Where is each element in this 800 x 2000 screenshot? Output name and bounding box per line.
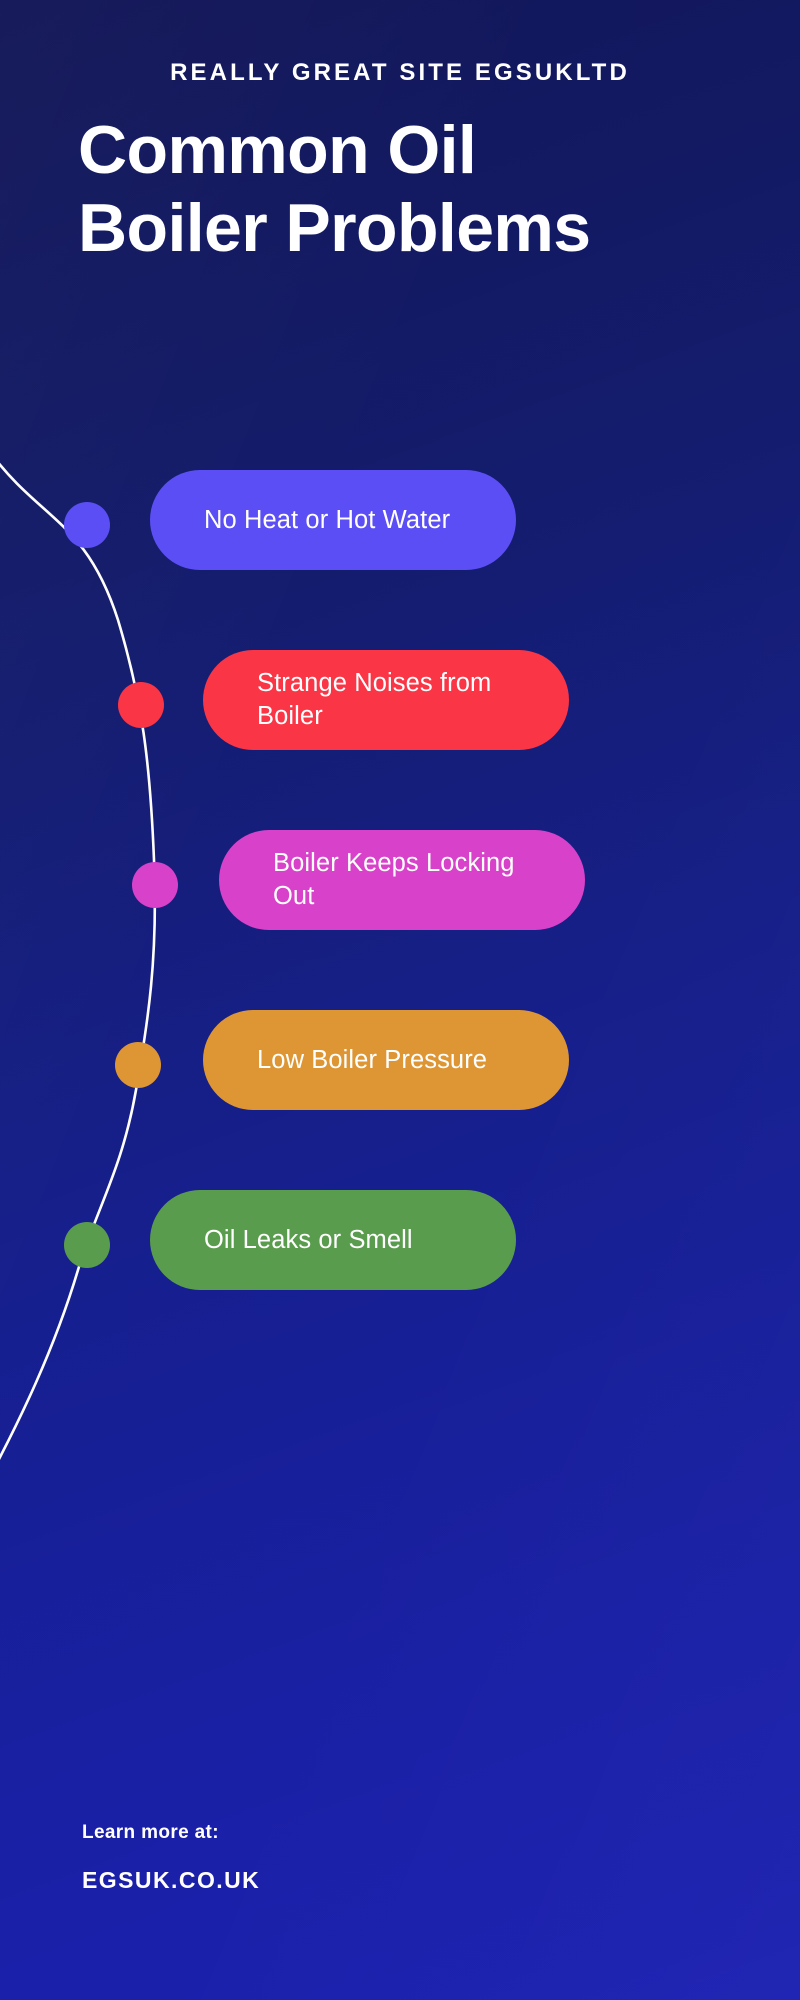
page-title: Common Oil Boiler Problems: [0, 112, 718, 267]
problem-pill[interactable]: Low Boiler Pressure: [203, 1010, 569, 1110]
page-title-line-1: Common Oil: [78, 112, 477, 189]
learn-more-label: Learn more at:: [82, 1822, 219, 1843]
list-item[interactable]: Strange Noises from Boiler: [0, 650, 800, 760]
problem-label: Low Boiler Pressure: [257, 1045, 488, 1074]
problem-pill[interactable]: Oil Leaks or Smell: [150, 1190, 516, 1290]
problem-label: Strange Noises from Boiler: [257, 669, 492, 730]
list-item[interactable]: Low Boiler Pressure: [0, 1010, 800, 1120]
timeline-dot: [132, 862, 178, 908]
timeline-dot: [64, 502, 110, 548]
poster-header: REALLY GREAT SITE EGSUKLTD Common Oil Bo…: [0, 0, 800, 267]
problem-pill[interactable]: Boiler Keeps Locking Out: [219, 830, 585, 930]
list-item[interactable]: Oil Leaks or Smell: [0, 1190, 800, 1300]
list-item[interactable]: Boiler Keeps Locking Out: [0, 830, 800, 940]
problem-label: No Heat or Hot Water: [204, 505, 451, 534]
timeline-dot: [118, 682, 164, 728]
poster-footer: Learn more at: EGSUK.CO.UK: [82, 1822, 260, 1894]
page-title-line-2: Boiler Problems: [78, 189, 591, 266]
timeline-dot: [64, 1222, 110, 1268]
timeline-dot: [115, 1042, 161, 1088]
problem-pill[interactable]: Strange Noises from Boiler: [203, 650, 569, 750]
problem-label: Oil Leaks or Smell: [204, 1225, 413, 1254]
problem-pill[interactable]: No Heat or Hot Water: [150, 470, 516, 570]
website-url[interactable]: EGSUK.CO.UK: [82, 1866, 261, 1893]
problem-label: Boiler Keeps Locking Out: [273, 849, 515, 910]
list-item[interactable]: No Heat or Hot Water: [0, 470, 800, 580]
brand-eyebrow: REALLY GREAT SITE EGSUKLTD: [170, 59, 630, 86]
